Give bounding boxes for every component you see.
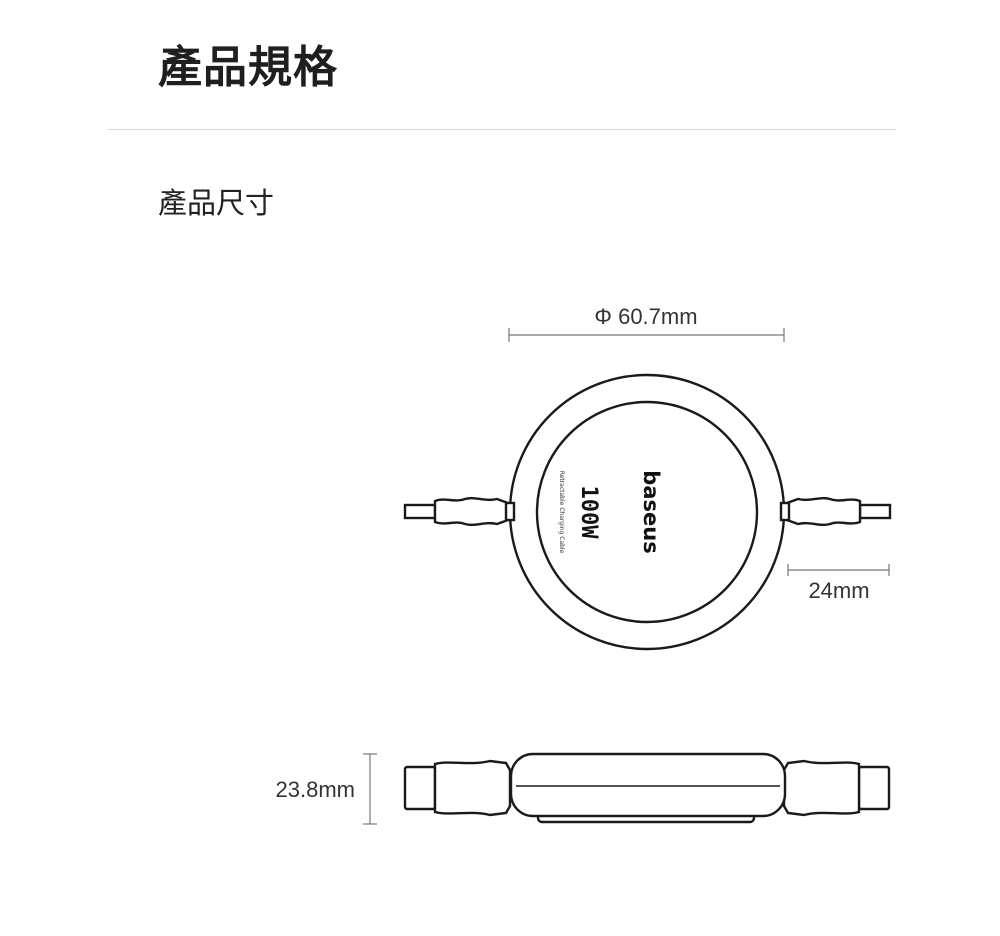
right-connector-body <box>785 496 862 527</box>
height-dimension: 23.8mm <box>276 753 377 825</box>
product-print: baseus 100W Retractable Charging Cable <box>558 470 663 553</box>
product-description: Retractable Charging Cable <box>558 471 565 554</box>
right-connector-tip <box>858 503 892 520</box>
left-connector-tip <box>403 503 437 520</box>
diameter-label: Φ 60.7mm <box>594 304 697 329</box>
power-label: 100W <box>576 486 601 540</box>
cable-width-label: 24mm <box>808 578 869 603</box>
inner-case-ring <box>535 400 759 624</box>
side-view <box>403 752 891 824</box>
section-subtitle: 產品尺寸 <box>158 186 275 220</box>
page-title: 產品規格 <box>158 42 338 93</box>
side-right-connector-body <box>782 759 861 817</box>
cable-width-dimension: 24mm <box>787 564 890 603</box>
height-label: 23.8mm <box>276 777 355 802</box>
side-case-body <box>509 752 787 818</box>
top-view <box>403 373 892 651</box>
left-connector-body <box>433 496 510 527</box>
title-divider <box>108 129 896 130</box>
diameter-dimension: Φ 60.7mm <box>508 304 785 342</box>
right-connector-joint <box>779 501 791 522</box>
side-right-connector-tip <box>857 765 891 811</box>
brand-logo: baseus <box>639 470 663 553</box>
side-left-connector-tip <box>403 765 437 811</box>
side-left-connector-body <box>433 759 512 817</box>
left-connector-joint <box>504 501 516 522</box>
